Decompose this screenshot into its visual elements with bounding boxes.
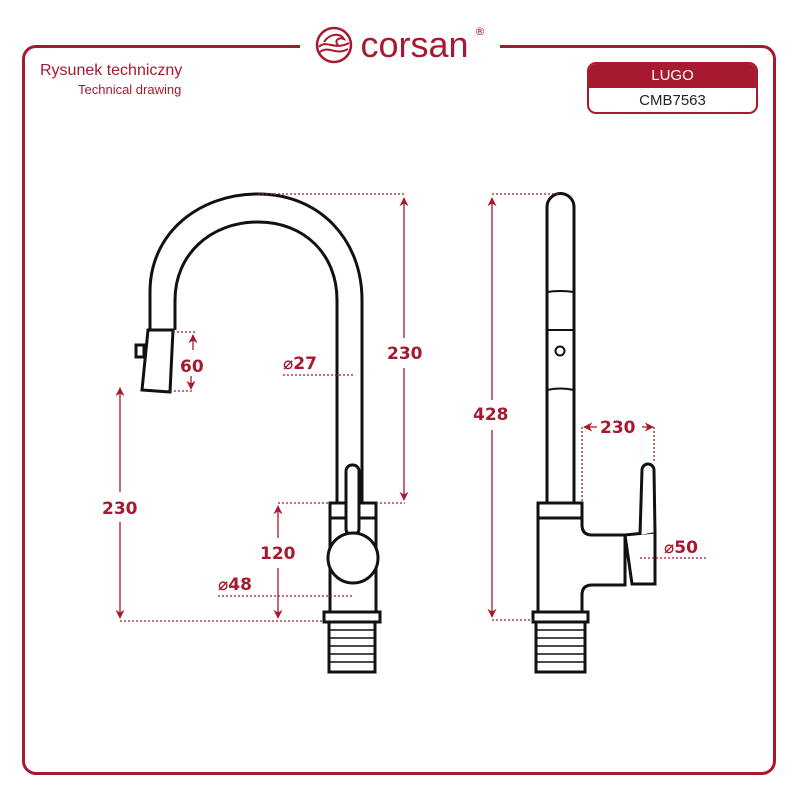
title-polish: Rysunek techniczny xyxy=(40,62,183,79)
dim-body-diameter: ⌀48 xyxy=(218,575,252,595)
side-view-faucet xyxy=(531,192,657,674)
front-view-dimensions xyxy=(115,193,409,622)
dim-outlet-height: 230 xyxy=(102,499,138,519)
title-english: Technical drawing xyxy=(78,82,182,97)
dim-total-height: 428 xyxy=(473,405,509,425)
brand-logo: corsan ® xyxy=(300,22,500,68)
front-view-faucet xyxy=(134,192,382,674)
wave-logo-icon xyxy=(316,26,353,64)
model-name: LUGO xyxy=(589,64,756,88)
dim-reach: 230 xyxy=(600,418,636,438)
dim-handle-diameter: ⌀50 xyxy=(664,538,698,558)
brand-name: corsan xyxy=(360,24,469,65)
registered-mark: ® xyxy=(474,24,486,38)
model-code: CMB7563 xyxy=(639,92,706,109)
dim-body-height: 120 xyxy=(260,544,296,564)
model-box: LUGO CMB7563 xyxy=(587,62,758,114)
dim-spout-diameter: ⌀27 xyxy=(283,354,317,374)
dim-spout-head: 60 xyxy=(180,357,204,377)
side-view-dimensions xyxy=(487,193,708,621)
dim-spout-height: 230 xyxy=(387,344,423,364)
